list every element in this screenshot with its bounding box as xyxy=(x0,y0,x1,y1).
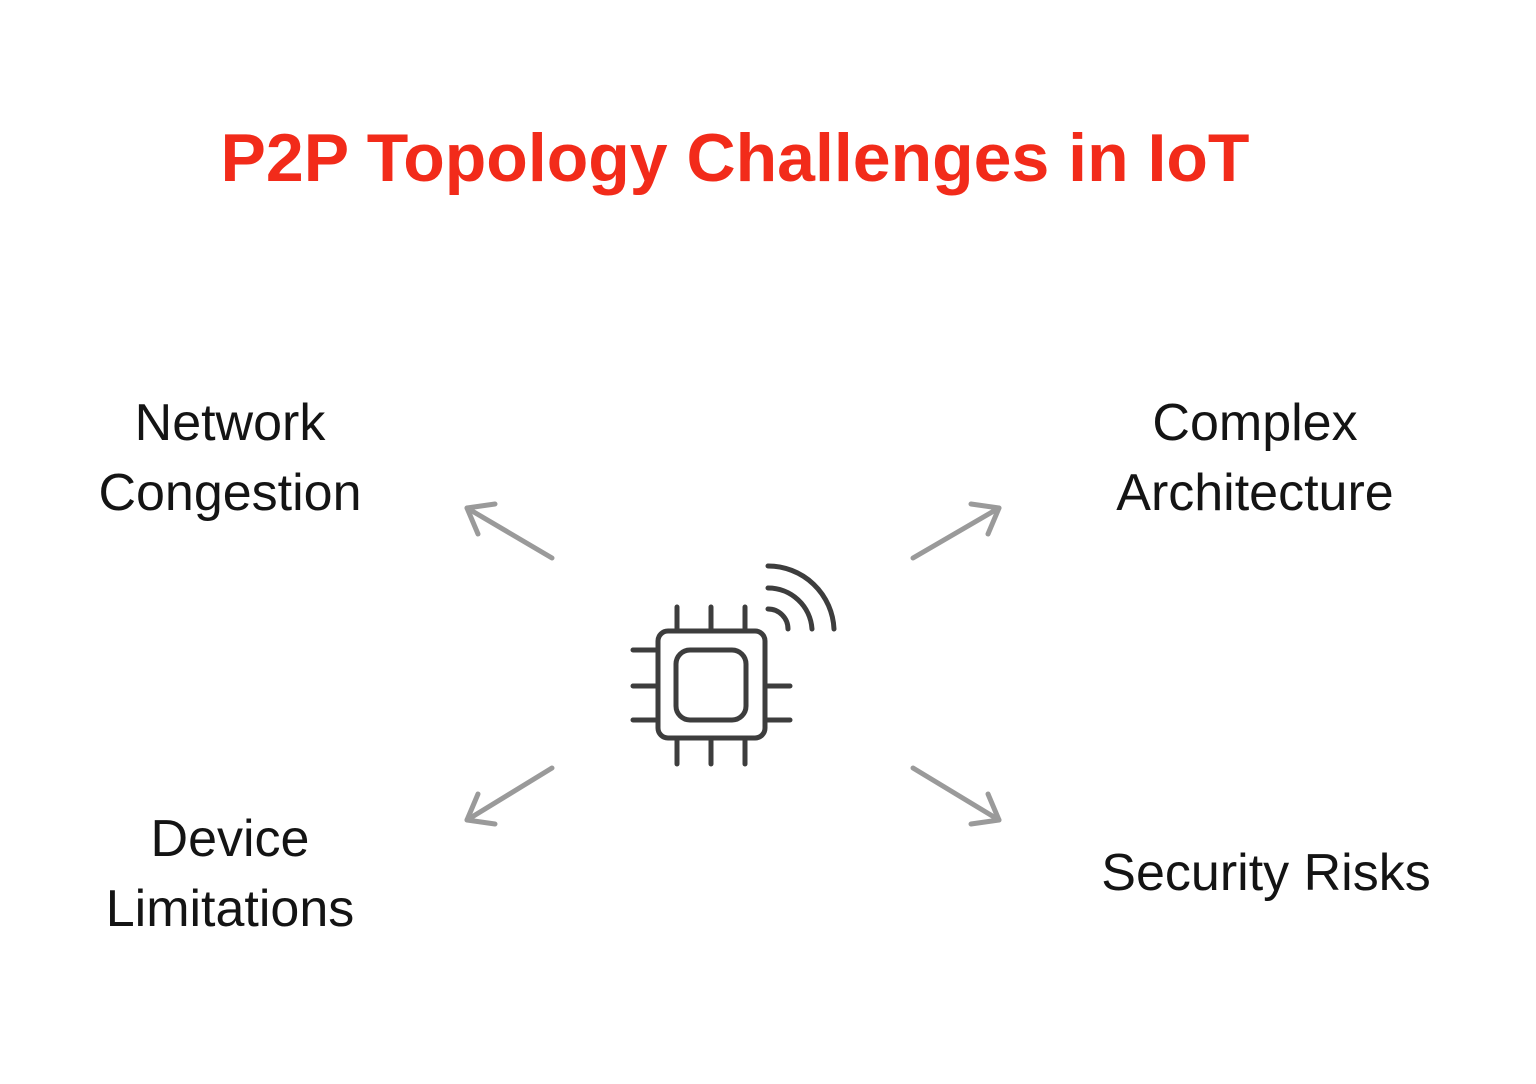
challenge-network-congestion: Network Congestion xyxy=(30,388,430,528)
challenge-label-line1: Security Risks xyxy=(1101,844,1431,902)
arrow-to-complex-architecture xyxy=(910,501,1002,561)
challenge-label-line2: Architecture xyxy=(1116,464,1394,522)
challenge-label-line2: Congestion xyxy=(98,464,362,522)
challenge-label-line2: Limitations xyxy=(105,880,355,938)
challenge-device-limitations: Device Limitations xyxy=(30,804,430,944)
arrow-to-security-risks xyxy=(910,765,1002,827)
arrow-to-device-limitations xyxy=(464,765,555,827)
challenge-label-line1: Network xyxy=(134,394,326,452)
challenge-label-line1: Complex xyxy=(1152,394,1358,452)
challenge-label-line1: Device xyxy=(150,810,310,868)
page-title: P2P Topology Challenges in IoT xyxy=(220,120,1250,196)
iot-chip-wireless-icon xyxy=(630,563,837,767)
arrow-to-network-congestion xyxy=(464,501,555,561)
challenge-complex-architecture: Complex Architecture xyxy=(1055,388,1455,528)
challenge-security-risks: Security Risks xyxy=(1066,838,1466,908)
